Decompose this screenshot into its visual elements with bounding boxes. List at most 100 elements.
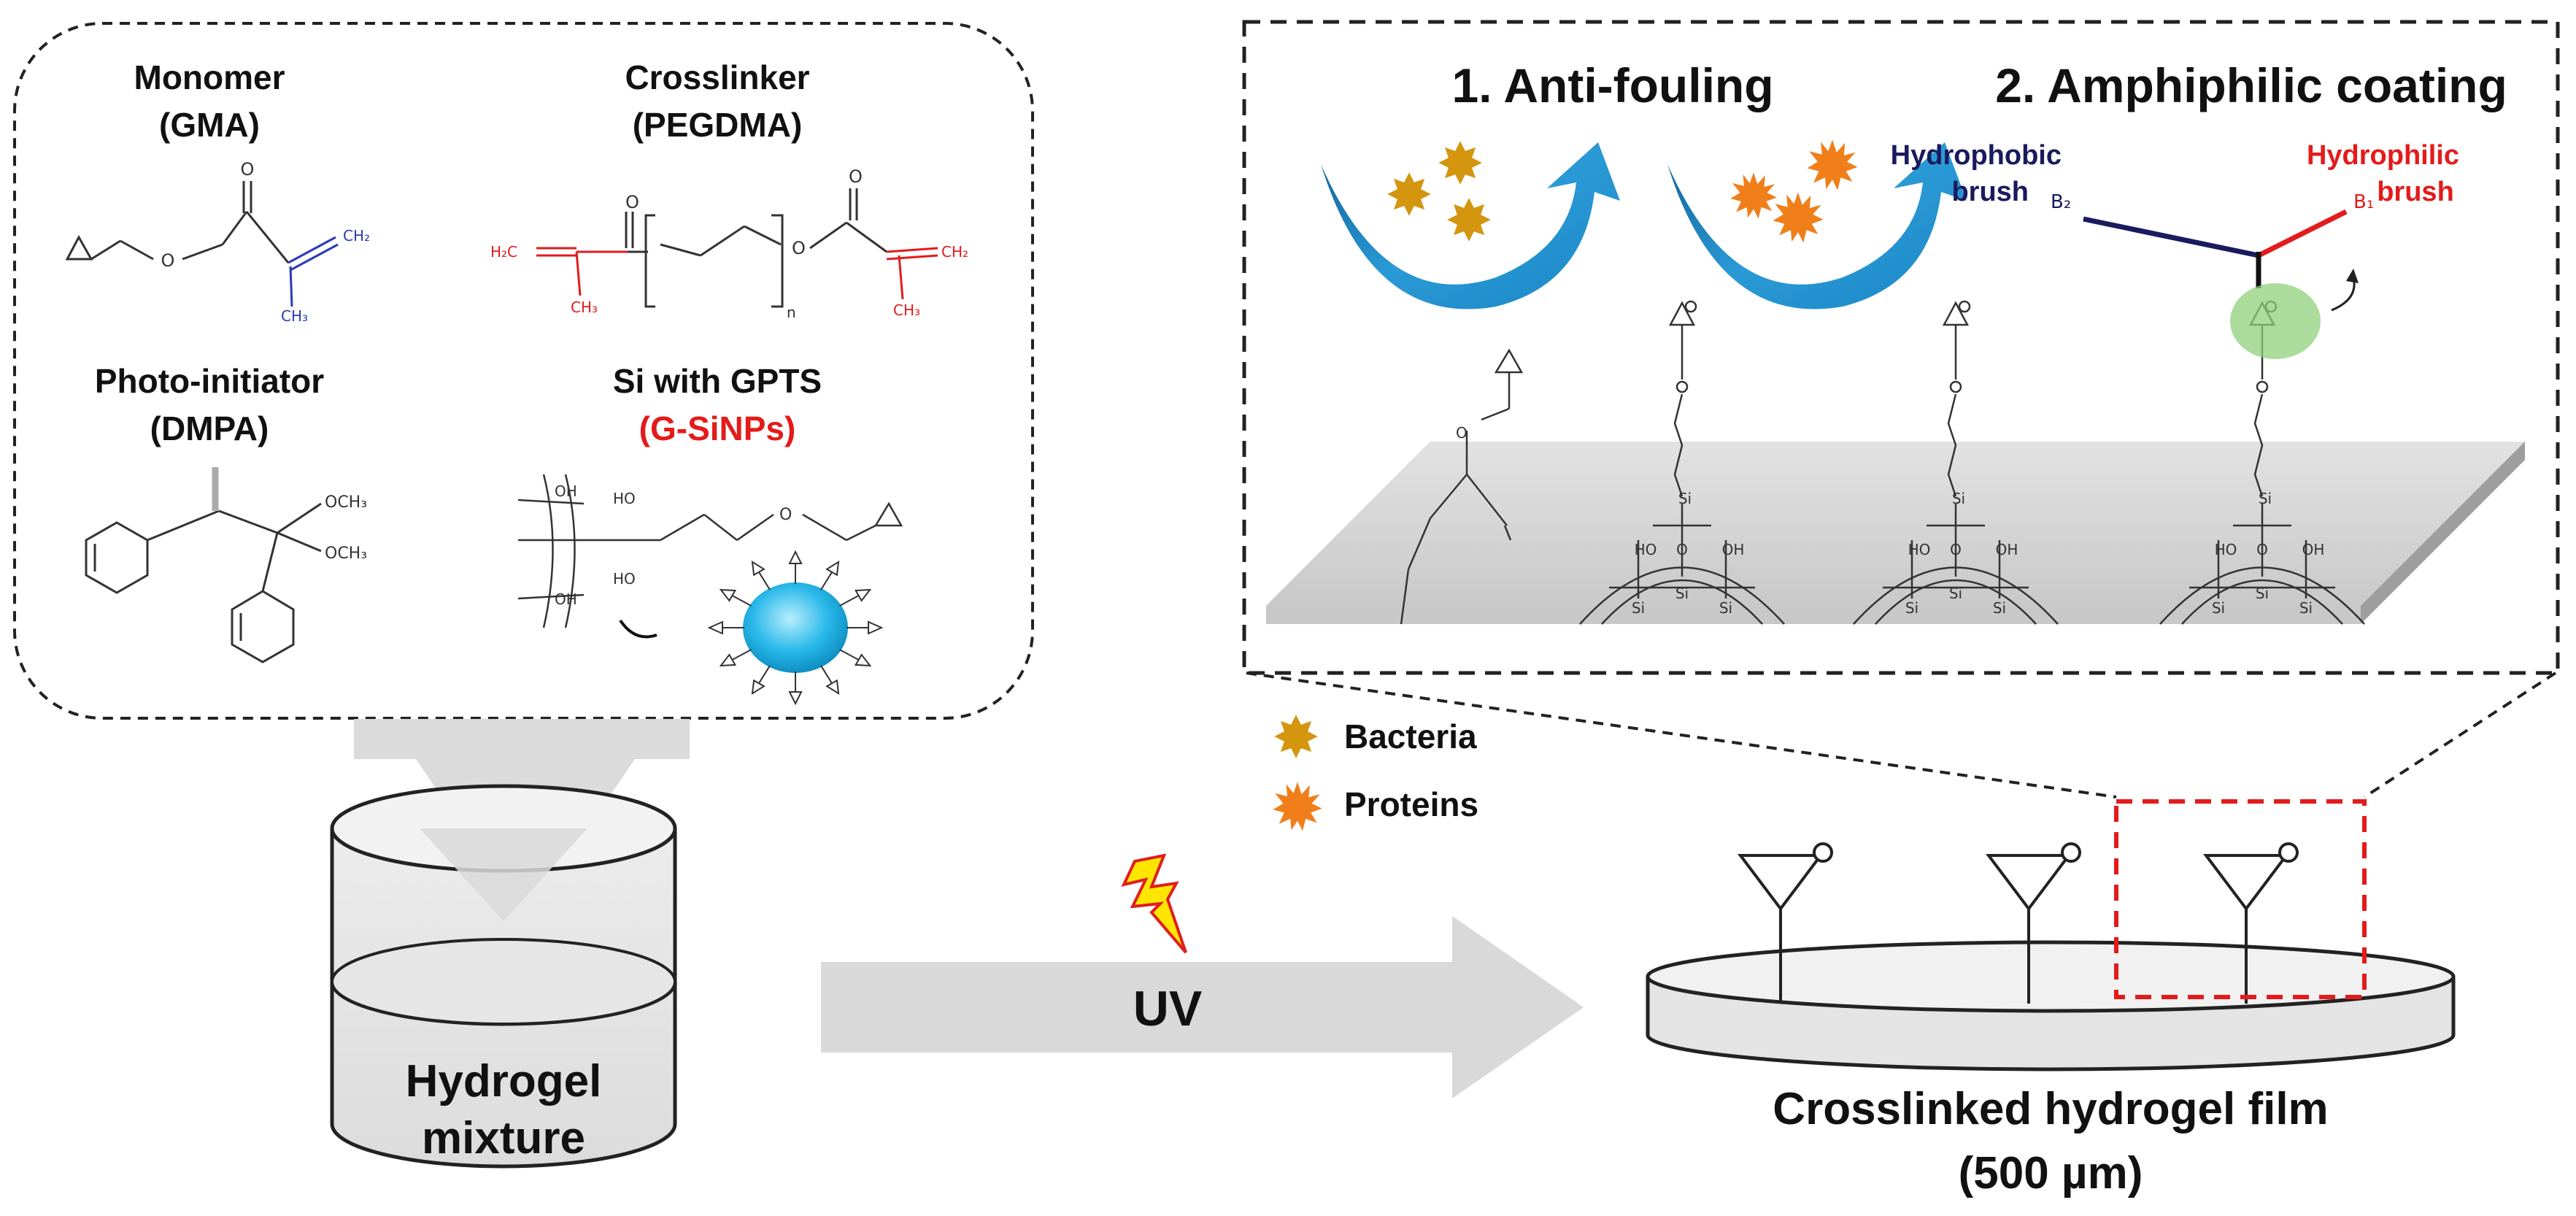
anchor-si-left: Si <box>1905 599 1918 617</box>
gpts-oh-1: OH <box>555 482 577 500</box>
uv-label: UV <box>1133 981 1202 1036</box>
protein-icon <box>1730 172 1777 219</box>
legend-proteins: Proteins <box>1344 785 1478 823</box>
antifouling-arrow-2 <box>1667 142 1967 309</box>
anchor-si-right: Si <box>1993 599 2006 617</box>
gpts-ether-o: O <box>779 506 792 524</box>
pegdma-o-right: O <box>849 166 863 187</box>
epoxide-pin <box>1985 842 2081 1004</box>
protein-legend-icon <box>1273 782 1322 831</box>
pegdma-o-mid: O <box>792 238 806 258</box>
legend-bacteria: Bacteria <box>1344 717 1477 755</box>
silica-abbr: (G-SiNPs) <box>639 409 796 447</box>
gpts-ho-bottom: HO <box>613 570 636 588</box>
surface-gma-chain <box>1400 348 1524 625</box>
dmpa-och3-bottom: OCH₃ <box>325 544 367 563</box>
protein-icon <box>1773 192 1824 243</box>
anchor-ho-left: HO <box>1908 541 1931 558</box>
hydrophobic-label: Hydrophobic <box>1891 140 2062 171</box>
anchor-oh-right: OH <box>1996 541 2018 558</box>
silica-nanoparticle <box>707 550 884 706</box>
photoinitiator-title: Photo-initiator <box>95 362 324 400</box>
bacteria-icon <box>1387 172 1431 216</box>
bacteria-legend-icon <box>1274 715 1318 758</box>
silica-title: Si with GPTS <box>613 362 822 400</box>
epoxide-pin <box>2202 842 2299 1004</box>
funnel-tip <box>420 828 587 921</box>
anchor-si-left: Si <box>1632 599 1645 617</box>
mixture-label-line2: mixture <box>422 1113 585 1163</box>
anchor-o: O <box>1950 541 1962 558</box>
brush-b2: B₂ <box>2051 191 2071 213</box>
pegdma-ch3-right: CH₃ <box>893 301 920 319</box>
anchor-si-top: Si <box>1678 490 1692 507</box>
pegdma-ch3-left: CH₃ <box>571 299 598 316</box>
anchor-si-top: Si <box>1952 490 1965 507</box>
dmpa-och3-top: OCH₃ <box>325 493 367 512</box>
anchor-si-left: Si <box>2212 599 2225 617</box>
reagent-panel <box>13 22 1034 720</box>
bacteria-icon <box>1438 141 1482 185</box>
monomer-title: Monomer <box>134 58 285 96</box>
anchor-si-right: Si <box>1719 599 1732 617</box>
bacteria-icon <box>1447 198 1491 242</box>
amphiphilic-brush <box>2083 209 2359 312</box>
gma-ch2: CH₂ <box>343 227 370 245</box>
hydrophilic-label: Hydrophilic <box>2307 140 2459 171</box>
step-amphiphilic: 2. Amphiphilic coating <box>1995 58 2507 112</box>
photoinitiator-abbr: (DMPA) <box>150 409 269 447</box>
brush-b1: B₁ <box>2353 191 2374 213</box>
step-antifouling: 1. Anti-fouling <box>1451 58 1773 112</box>
lightning-icon <box>1121 853 1187 954</box>
film-label: Crosslinked hydrogel film <box>1773 1084 2328 1134</box>
hydrogel-film <box>1646 940 2456 1071</box>
gpts-anchor <box>2159 300 2365 625</box>
anchor-ho-left: HO <box>2215 541 2237 558</box>
crosslinker-abbr: (PEGDMA) <box>633 106 803 144</box>
anchor-o: O <box>2256 541 2268 558</box>
pegdma-h2c: H₂C <box>490 243 517 261</box>
gma-ester-o: O <box>161 250 175 271</box>
zoom-region <box>2114 799 2367 999</box>
pegdma-o-left: O <box>625 192 639 212</box>
hydrophobic-brush-label: brush <box>1951 177 2029 207</box>
surface-slab <box>1266 442 2525 624</box>
gma-ch3: CH₃ <box>281 307 308 325</box>
gma-carbonyl-o: O <box>241 159 255 180</box>
anchor-si-right: Si <box>2299 599 2313 617</box>
anchor-oh-right: OH <box>1722 541 1745 558</box>
anchor-si-mid: Si <box>1949 585 1962 602</box>
anchor-ho-left: HO <box>1635 541 1657 558</box>
pegdma-n: n <box>787 304 796 321</box>
uv-arrow <box>821 916 1584 1098</box>
pegdma-structure <box>536 188 938 308</box>
hydrophilic-brush-label: brush <box>2377 177 2454 207</box>
antifouling-arrow-1 <box>1321 142 1620 309</box>
anchor-si-top: Si <box>2259 490 2272 507</box>
gma-structure <box>65 181 339 307</box>
inset-panel <box>1242 20 2560 675</box>
gpts-structure <box>517 474 903 639</box>
zoom-lines <box>1246 672 2557 799</box>
gpts-oh-2: OH <box>555 590 577 608</box>
epoxide-pin <box>1737 842 1833 1004</box>
crosslinker-title: Crosslinker <box>625 58 809 96</box>
anchor-oh-right: OH <box>2302 541 2325 558</box>
film-thickness: (500 µm) <box>1959 1148 2143 1198</box>
film-epoxides <box>1737 842 2299 1004</box>
monomer-abbr: (GMA) <box>159 106 260 144</box>
gpts-anchor <box>1579 300 1785 625</box>
anchor-o: O <box>1676 541 1688 558</box>
gpts-anchor <box>1853 300 2059 625</box>
surface-gma-o: O <box>1456 424 1468 442</box>
gpts-ho-top: HO <box>613 490 636 507</box>
protein-icon <box>1807 139 1858 191</box>
green-highlight <box>2230 283 2321 359</box>
anchor-si-mid: Si <box>1675 585 1689 602</box>
pegdma-ch2: CH₂ <box>941 243 968 261</box>
mixture-label-line1: Hydrogel <box>406 1056 602 1107</box>
anchor-si-mid: Si <box>2256 585 2269 602</box>
dmpa-structure <box>85 467 322 663</box>
